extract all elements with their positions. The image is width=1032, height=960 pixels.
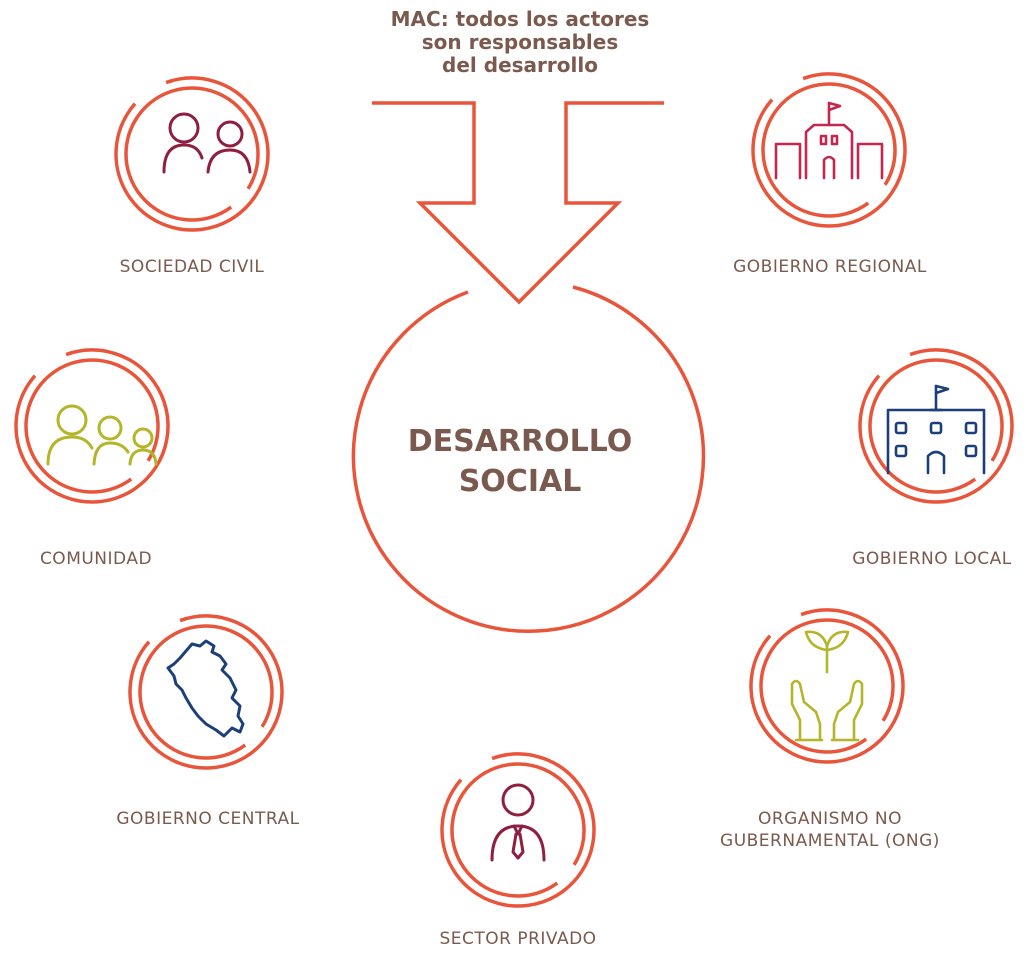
node-sector-privado [440, 752, 596, 908]
label-ong-line-2: GUBERNAMENTAL (ONG) [720, 831, 940, 851]
three-people-icon [46, 404, 158, 466]
label-sociedad-civil: SOCIEDAD CIVIL [119, 257, 265, 277]
ring-outer [858, 348, 1014, 504]
label-gobierno-local: GOBIERNO LOCAL [852, 549, 1012, 569]
ring-inner [759, 618, 895, 754]
node-ong [749, 608, 905, 764]
node-gobierno-central [128, 614, 284, 770]
ring-outer [128, 614, 284, 770]
peru-map-icon [166, 639, 245, 738]
two-people-icon [162, 112, 252, 174]
label-gobierno-central: GOBIERNO CENTRAL [116, 809, 300, 829]
ring-outer [440, 752, 596, 908]
ring-outer [14, 348, 170, 504]
ring-inner [450, 762, 586, 898]
label-gobierno-regional: GOBIERNO REGIONAL [733, 257, 927, 277]
center-label: DESARROLLO SOCIAL [370, 422, 670, 502]
center-line-1: DESARROLLO [407, 424, 633, 459]
node-sociedad-civil [114, 76, 270, 232]
ring-inner [868, 358, 1004, 494]
node-comunidad [14, 348, 170, 504]
arrow-shape [372, 101, 664, 305]
title-line-3: del desarrollo [442, 53, 598, 77]
ring-outer [749, 608, 905, 764]
local-building-icon [886, 384, 986, 475]
label-comunidad: COMUNIDAD [39, 549, 153, 569]
regional-building-icon [774, 101, 884, 180]
hands-plant-icon [790, 630, 864, 742]
center-circle [351, 285, 706, 633]
node-gobierno-local [858, 348, 1014, 504]
title-line-2: son responsables [421, 30, 619, 54]
diagram-title: MAC: todos los actores son responsables … [310, 8, 730, 77]
ring-inner [24, 358, 160, 494]
label-ong: ORGANISMO NO GUBERNAMENTAL (ONG) [690, 808, 970, 852]
ring-inner [124, 86, 260, 222]
business-person-icon [490, 783, 546, 862]
ring-inner [761, 82, 897, 218]
ring-outer [751, 72, 907, 228]
label-ong-line-1: ORGANISMO NO [757, 809, 903, 829]
ring-outer [114, 76, 270, 232]
center-line-2: SOCIAL [458, 464, 582, 499]
ring-inner [138, 624, 274, 760]
label-sector-privado: SECTOR PRIVADO [439, 929, 597, 949]
title-line-1: MAC: todos los actores [390, 7, 650, 31]
node-gobierno-regional [751, 72, 907, 228]
